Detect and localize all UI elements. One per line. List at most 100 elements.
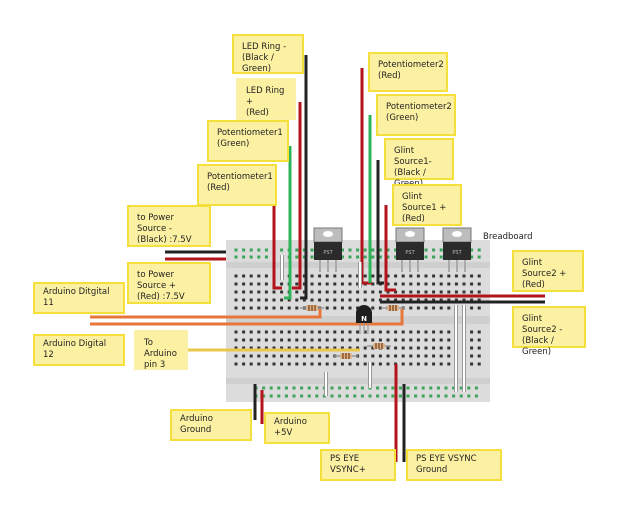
breadboard-hole bbox=[462, 290, 466, 294]
breadboard-hole bbox=[439, 306, 443, 310]
breadboard-hole bbox=[242, 255, 246, 259]
breadboard-hole bbox=[280, 298, 284, 302]
breadboard-hole bbox=[249, 255, 253, 259]
breadboard-hole bbox=[302, 298, 306, 302]
breadboard-hole bbox=[378, 298, 382, 302]
breadboard-hole bbox=[295, 274, 299, 278]
breadboard-hole bbox=[257, 338, 261, 342]
breadboard-hole bbox=[439, 290, 443, 294]
label-arduino-ground: Arduino Ground bbox=[170, 409, 252, 441]
breadboard-hole bbox=[340, 362, 344, 366]
breadboard-hole bbox=[242, 306, 246, 310]
breadboard-hole bbox=[447, 290, 451, 294]
resistor-band bbox=[389, 305, 391, 311]
breadboard-hole bbox=[470, 274, 474, 278]
breadboard-hole bbox=[249, 362, 253, 366]
breadboard-hole bbox=[424, 354, 428, 358]
label-arduino-digital-11: Arduino Ditgital 11 bbox=[33, 282, 125, 314]
breadboard-hole bbox=[277, 394, 281, 398]
breadboard-hole bbox=[363, 255, 367, 259]
resistor bbox=[334, 353, 358, 359]
regulator-hole bbox=[452, 231, 462, 237]
breadboard-hole bbox=[409, 354, 413, 358]
breadboard-hole bbox=[452, 394, 456, 398]
breadboard-hole bbox=[242, 282, 246, 286]
resistor-band bbox=[342, 353, 344, 359]
breadboard-hole bbox=[447, 330, 451, 334]
resistor-band bbox=[395, 305, 397, 311]
breadboard-hole bbox=[414, 394, 418, 398]
breadboard-hole bbox=[467, 386, 471, 390]
label-potentiometer2-red: Potentiometer2(Red) bbox=[368, 52, 448, 92]
breadboard-hole bbox=[272, 362, 276, 366]
breadboard-hole bbox=[242, 362, 246, 366]
breadboard-hole bbox=[249, 330, 253, 334]
breadboard-hole bbox=[439, 282, 443, 286]
breadboard-hole bbox=[470, 255, 474, 259]
breadboard-hole bbox=[330, 394, 334, 398]
breadboard-hole bbox=[360, 394, 364, 398]
breadboard-hole bbox=[280, 362, 284, 366]
label-glint-source1-minus: Glint Source1-(Black / Green) bbox=[384, 138, 454, 189]
breadboard-hole bbox=[416, 298, 420, 302]
breadboard-hole bbox=[462, 282, 466, 286]
breadboard-hole bbox=[318, 354, 322, 358]
breadboard-hole bbox=[330, 386, 334, 390]
breadboard-hole bbox=[439, 330, 443, 334]
breadboard-hole bbox=[454, 274, 458, 278]
breadboard-hole bbox=[401, 330, 405, 334]
label-ps-eye-vsync-plus: PS EYE VSYNC+ bbox=[320, 449, 396, 481]
breadboard-hole bbox=[300, 394, 304, 398]
breadboard-hole bbox=[234, 362, 238, 366]
breadboard-hole bbox=[333, 346, 337, 350]
breadboard-hole bbox=[470, 306, 474, 310]
breadboard-hole bbox=[386, 248, 390, 252]
breadboard-hole bbox=[459, 394, 463, 398]
breadboard-hole bbox=[424, 330, 428, 334]
breadboard-hole bbox=[356, 248, 360, 252]
breadboard-hole bbox=[424, 274, 428, 278]
breadboard-hole bbox=[272, 306, 276, 310]
breadboard-hole bbox=[470, 346, 474, 350]
breadboard-hole bbox=[340, 330, 344, 334]
breadboard-hole bbox=[257, 330, 261, 334]
breadboard-hole bbox=[264, 346, 268, 350]
breadboard-hole bbox=[378, 306, 382, 310]
breadboard-hole bbox=[439, 362, 443, 366]
breadboard-hole bbox=[394, 248, 398, 252]
breadboard-hole bbox=[401, 274, 405, 278]
breadboard-hole bbox=[287, 346, 291, 350]
breadboard-hole bbox=[371, 282, 375, 286]
breadboard-hole bbox=[394, 255, 398, 259]
breadboard-hole bbox=[462, 298, 466, 302]
breadboard-rail-divider bbox=[226, 378, 490, 384]
breadboard-hole bbox=[310, 274, 314, 278]
breadboard-hole bbox=[398, 394, 402, 398]
breadboard-hole bbox=[295, 330, 299, 334]
resistor-band bbox=[311, 305, 313, 311]
breadboard-hole bbox=[386, 346, 390, 350]
label-arduino-digital-12: Arduino Digital 12 bbox=[33, 334, 125, 366]
breadboard-hole bbox=[439, 248, 443, 252]
breadboard-hole bbox=[467, 394, 471, 398]
breadboard-hole bbox=[333, 306, 337, 310]
breadboard-hole bbox=[432, 248, 436, 252]
breadboard-hole bbox=[414, 386, 418, 390]
breadboard-hole bbox=[447, 346, 451, 350]
breadboard-hole bbox=[302, 330, 306, 334]
breadboard-hole bbox=[262, 394, 266, 398]
breadboard-hole bbox=[234, 274, 238, 278]
breadboard-hole bbox=[302, 346, 306, 350]
breadboard-hole bbox=[272, 290, 276, 294]
breadboard-hole bbox=[295, 255, 299, 259]
breadboard-hole bbox=[318, 290, 322, 294]
breadboard-hole bbox=[264, 274, 268, 278]
resistor-band bbox=[392, 305, 394, 311]
wire-led-ring-minus bbox=[300, 55, 308, 300]
breadboard-hole bbox=[348, 338, 352, 342]
breadboard-hole bbox=[371, 338, 375, 342]
breadboard-hole bbox=[439, 338, 443, 342]
breadboard-hole bbox=[249, 346, 253, 350]
regulator-pin bbox=[456, 260, 458, 272]
